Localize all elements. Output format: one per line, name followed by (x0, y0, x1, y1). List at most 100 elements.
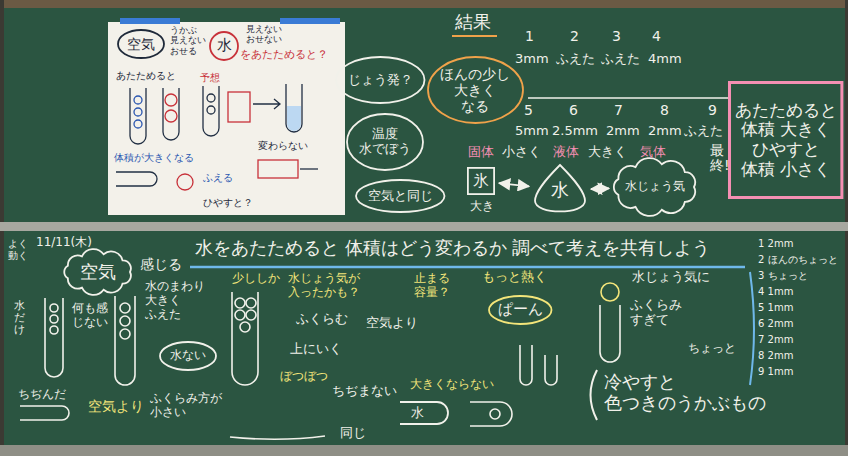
sketch-box (228, 92, 250, 122)
particle (235, 298, 245, 308)
particle (134, 96, 142, 104)
chalk-note: 4 1mm (758, 286, 793, 298)
board-title: 水をあたためると 体積はどう変わるか 調べて考えを共有しよう (195, 238, 710, 259)
chalk-bracket (750, 272, 754, 385)
connector-arrow (499, 183, 529, 186)
chalk-note: 気体 (640, 145, 666, 160)
particle (50, 315, 58, 323)
chalk-note: 何も感じない (72, 302, 110, 330)
node-text: 水 (217, 37, 232, 54)
chalk-note: 1 2mm (758, 238, 793, 250)
test-tube (45, 298, 63, 377)
chalk-note: 少ししか (232, 272, 280, 286)
ellipse-outline (160, 342, 216, 370)
connector-arrow (591, 188, 609, 190)
chalk-line (528, 97, 730, 99)
chalk-note: ちぢまない (332, 384, 397, 399)
chalk-note: 3 ちょっと (758, 270, 808, 282)
magnet (120, 18, 180, 24)
chalk-note: もっと熱く (482, 270, 547, 285)
particle (246, 298, 256, 308)
chalk-note: 2 ほんのちょっと (758, 254, 838, 266)
poster-sketch (116, 84, 318, 190)
node-shape: じょう発？ (334, 55, 427, 105)
chalk-note: ふくらみ すぎて (630, 298, 686, 328)
node-text: ぱーん (498, 301, 543, 318)
chalk-note: 7 (614, 102, 623, 118)
node-shape: 氷 (466, 166, 496, 196)
ellipse-outline (428, 57, 523, 123)
poster-note: うかぶ 見えない おせる (170, 25, 209, 56)
chalk-note: ちぢんだ (18, 388, 66, 402)
chalk-note: よく動く (8, 238, 30, 261)
test-tube (130, 88, 146, 144)
particle (165, 94, 177, 106)
chalk-note: 2.5mm (552, 124, 598, 139)
chalk-note: 空気より (88, 398, 144, 414)
chalk-note: 4mm (648, 52, 682, 67)
node-text: 水ない (170, 349, 206, 363)
chalk-note: ふえた (601, 52, 640, 67)
node-shape: 水 (532, 163, 588, 217)
ellipse-outline (118, 30, 164, 58)
poster-paper (108, 22, 345, 215)
node-shape: 水ない (158, 340, 218, 372)
box-outline (468, 168, 494, 194)
particle (50, 304, 58, 312)
poster-note: 見えない おせない (246, 24, 285, 45)
balloon (601, 283, 619, 301)
chalk-note: 11/11(木) (36, 236, 92, 250)
chalk-note: 8 2mm (758, 350, 793, 362)
particle (134, 120, 142, 128)
test-tube (20, 406, 69, 420)
particle (235, 310, 245, 320)
chalk-note: 4 (652, 28, 661, 44)
chalk-note: 大き (470, 200, 494, 214)
chalk-note: 空気より (366, 316, 418, 331)
node-text: 水 (411, 406, 424, 421)
magnet (280, 18, 340, 24)
chalk-note: 3mm (515, 52, 549, 67)
title-underline (190, 266, 745, 269)
chalk-note: 3 (612, 28, 621, 44)
node-shape: 空気 (116, 28, 166, 60)
poster-note: 予想 (200, 72, 220, 84)
chalk-note: 結果 (455, 12, 491, 33)
poster-note: あたためると (116, 70, 176, 82)
node-text: じょう発？ (348, 73, 413, 88)
chalk-note: 小さく (502, 145, 541, 160)
sketch-arrow (300, 168, 318, 169)
chalk-note: 冷やすと 色つきのうかぶもの (604, 372, 773, 413)
node-shape: 水 (398, 400, 450, 426)
chalk-note: 9 1mm (758, 366, 793, 378)
chalk-note: 同じ (340, 426, 366, 441)
chalk-note: 上にいく (290, 342, 342, 357)
particle (120, 329, 130, 339)
chalk-rail (0, 222, 848, 231)
chalk-note: 止まる 容量？ (414, 272, 457, 300)
particle (134, 108, 142, 116)
poster-note: をあたためると？ (240, 49, 328, 62)
node-shape: 水じょう気 (612, 160, 698, 214)
chalk-note: ふえた (556, 52, 595, 67)
particle (50, 326, 58, 334)
chalk-note: 液体 (553, 145, 579, 160)
poster-note: ひやすと？ (203, 197, 253, 209)
chalk-sketch (20, 267, 754, 439)
chalk-note: 固体 (468, 145, 494, 160)
ellipse-outline (347, 114, 423, 170)
tube-outline (400, 402, 448, 424)
chalk-note: ちょっと (688, 342, 736, 356)
particle (120, 303, 130, 313)
chalk-note: ふくらむ (296, 312, 348, 327)
node-text: 水じょう気 (625, 180, 685, 194)
node-shape: 水 (208, 30, 240, 62)
node-text: あたためると 体積 大きく ひやすと 体積 小さく (733, 101, 838, 179)
node-shape: ほんの少し 大きく なる (426, 55, 525, 125)
node-outline (398, 400, 450, 426)
node-text: 空気と同じ (368, 189, 433, 204)
chalk-note: 6 (569, 102, 578, 118)
chalk-note: 水じょう気に (632, 270, 710, 285)
